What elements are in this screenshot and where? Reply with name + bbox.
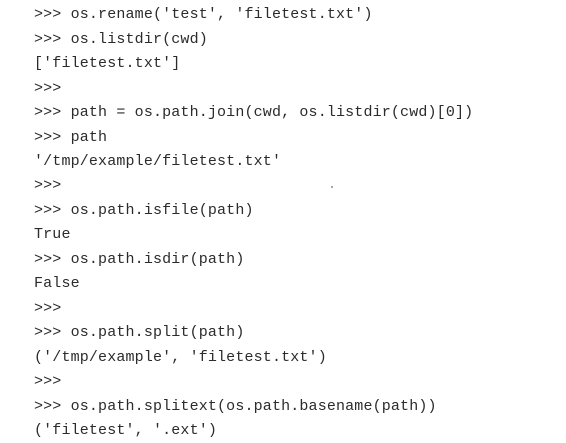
console-output-line: ['filetest.txt'] <box>34 55 181 72</box>
console-input-line: >>> path = os.path.join(cwd, os.listdir(… <box>34 104 474 121</box>
console-prompt-line: >>> <box>34 80 62 97</box>
speck-mark <box>331 186 333 188</box>
console-output-line: False <box>34 275 80 292</box>
console-prompt-line: >>> <box>34 373 62 390</box>
console-input-line: >>> os.path.split(path) <box>34 324 245 341</box>
console-prompt-line: >>> <box>34 177 62 194</box>
console-input-line: >>> os.listdir(cwd) <box>34 31 208 48</box>
console-output-line: ('/tmp/example', 'filetest.txt') <box>34 349 327 366</box>
console-input-line: >>> os.path.isdir(path) <box>34 251 245 268</box>
console-input-line: >>> os.rename('test', 'filetest.txt') <box>34 6 373 23</box>
console-input-line: >>> os.path.splitext(os.path.basename(pa… <box>34 398 437 415</box>
console-output-line: True <box>34 226 71 243</box>
console-output-line: ('filetest', '.ext') <box>34 422 218 439</box>
console-output-line: '/tmp/example/filetest.txt' <box>34 153 282 170</box>
console-input-line: >>> os.path.isfile(path) <box>34 202 254 219</box>
console-prompt-line: >>> <box>34 300 62 317</box>
console-input-line: >>> path <box>34 129 108 146</box>
